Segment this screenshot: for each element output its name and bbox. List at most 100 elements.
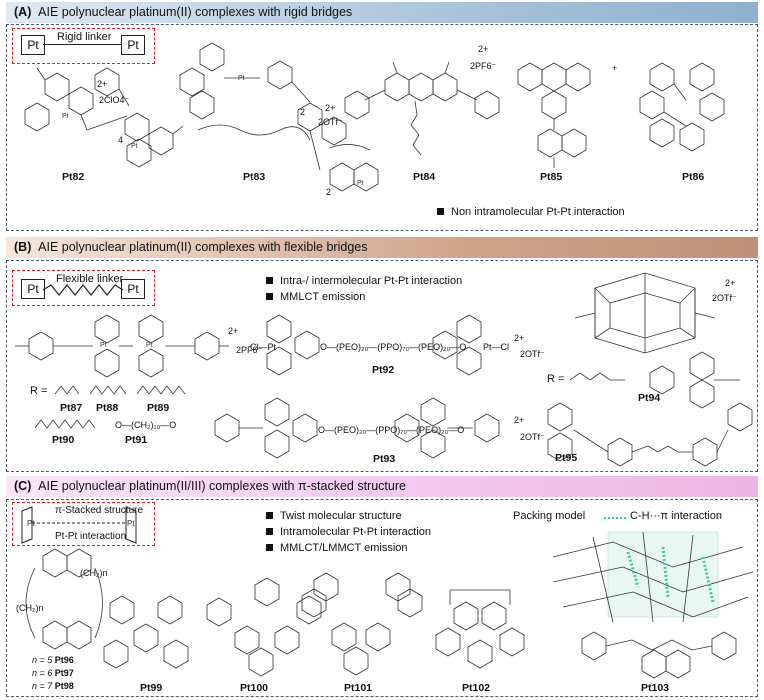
pt93-chain: O—(PEO)₂₀—(PPO)₇₀—(PEO)₂₀—O [318, 425, 465, 435]
n7-value: n = 7 [32, 681, 53, 691]
pt93-counterion: 2OTf⁻ [520, 432, 545, 442]
pt83-repeat-1: 2 [300, 107, 306, 117]
pt96-98-structure [25, 548, 103, 650]
section-b-title: AIE polynuclear platinum(II) complexes w… [38, 240, 368, 254]
schematic-b-pt-right: Pt [121, 279, 145, 299]
pt92-chain: O—(PEO)₂₀—(PPO)₇₀—(PEO)₂₀—O [320, 342, 467, 352]
rigid-linker-label: Rigid linker [57, 31, 112, 43]
pt92-label: Pt92 [372, 364, 395, 376]
pt84-structure [344, 61, 500, 156]
pt103-structure [581, 631, 737, 679]
schematic-a-pt-left: Pt [21, 35, 45, 55]
section-c-title: AIE polynuclear platinum(II/III) complex… [38, 479, 406, 493]
flexible-linker-label: Flexible linker [56, 273, 124, 285]
pt82-charge: 2+ [97, 79, 108, 89]
pt84-charge: 2+ [478, 44, 489, 54]
pt94-counterion: 2OTf⁻ [712, 293, 737, 303]
pt94-r-label: R = [547, 373, 565, 385]
pt84-counterion: 2PF6⁻ [470, 61, 497, 71]
pt94-label: Pt94 [638, 392, 661, 404]
schematic-b-pt-left: Pt [21, 279, 45, 299]
pt87-91-pt-atom-2: Pt [146, 342, 153, 349]
section-b-letter: (B) [14, 240, 32, 254]
r-group-pt88-linker [89, 385, 127, 395]
pt93-label: Pt93 [373, 453, 396, 465]
pt98-label: Pt98 [54, 681, 74, 691]
pt93-charge: 2+ [514, 415, 525, 425]
pt87-91-pt-atom-1: Pt [100, 342, 107, 349]
section-a-header: (A) AIE polynuclear platinum(II) complex… [6, 2, 758, 23]
n5-value: n = 5 [32, 655, 53, 665]
pt94-charge: 2+ [725, 278, 736, 288]
pt83-repeat-2: 2 [326, 187, 332, 197]
pt84-label: Pt84 [413, 171, 436, 183]
packing-model-title: Packing model [513, 510, 586, 522]
chain-left-label: (CH₂)n [16, 603, 44, 613]
pt87-91-charge: 2+ [228, 326, 239, 336]
pt82-pt-atom-1: Pt [62, 113, 69, 120]
pt95-structure [547, 402, 753, 467]
pt83-label: Pt83 [243, 171, 266, 183]
rigid-linker-line [43, 44, 121, 45]
pt100-label: Pt100 [240, 682, 269, 694]
section-c-bullet-3: MMLCT/LMMCT emission [266, 542, 408, 554]
pt92-structure [266, 314, 482, 376]
section-c-letter: (C) [14, 479, 32, 493]
pt85-label: Pt85 [540, 171, 563, 183]
pt90-label: Pt90 [52, 434, 75, 446]
pt93-structure [214, 397, 500, 459]
pt91-chain: O—(CH₂)₁₀—O [115, 420, 177, 430]
rigid-linker-schematic [12, 28, 155, 64]
packing-model-crystal [552, 531, 754, 623]
pt102-label: Pt102 [462, 682, 491, 694]
pi-stacked-schematic [12, 502, 155, 546]
pt83-pt-atom-2: Pt [357, 180, 364, 187]
pt88-label: Pt88 [96, 402, 119, 414]
section-b-panel [6, 260, 758, 472]
pt94-structure [574, 272, 716, 354]
pt103-label: Pt103 [641, 682, 670, 694]
pt86-structure [639, 62, 725, 152]
section-b-bullet-1: Intra-/ intermolecular Pt-Pt interaction [266, 275, 462, 287]
pt87-label: Pt87 [60, 402, 83, 414]
flexible-linker-schematic [12, 270, 155, 306]
pi-stack-pt-right: Pt [127, 519, 135, 528]
section-a-panel [6, 24, 758, 231]
pt82-repeat: 4 [118, 135, 124, 145]
pt92-counterion: 2OTf⁻ [520, 349, 545, 359]
pt94-arm [569, 351, 740, 409]
pt95-label: Pt95 [555, 452, 578, 464]
section-a-title: AIE polynuclear platinum(II) complexes w… [38, 5, 353, 19]
r-group-pt87-linker [54, 385, 80, 395]
n5-label: n = 5 Pt96 [32, 655, 74, 665]
section-c-panel [6, 499, 758, 697]
ch-pi-legend-line [604, 517, 626, 519]
section-b-bullet-2: MMLCT emission [266, 291, 365, 303]
pt89-label: Pt89 [147, 402, 170, 414]
r-group-pt90-linker [34, 419, 96, 429]
pt101-label: Pt101 [344, 682, 373, 694]
pt101-structure [301, 572, 423, 676]
pt83-structure [179, 42, 379, 192]
r-group-pt89-linker [136, 385, 186, 395]
section-c-bullet-2: Intramolecular Pt-Pt interaction [266, 526, 431, 538]
pt82-pt-atom-2: Pt [131, 143, 138, 150]
section-a-letter: (A) [14, 5, 32, 19]
pi-stack-pt-left: Pt [27, 519, 35, 528]
pt97-label: Pt97 [54, 668, 74, 678]
pt99-structure [103, 595, 189, 669]
pt87-91-counterion: 2PF6⁻ [236, 345, 263, 355]
pt82-counterion: 2ClO4⁻ [99, 95, 130, 105]
n6-value: n = 6 [32, 668, 53, 678]
r-group-label: R = [30, 385, 48, 397]
section-a-note: Non intramolecular Pt-Pt interaction [437, 206, 625, 218]
pt85-charge: + [612, 63, 618, 73]
pt83-charge: 2+ [325, 103, 336, 113]
n7-label: n = 7 Pt98 [32, 681, 74, 691]
pt92-cl-right: Pt—Cl [483, 342, 510, 352]
pi-stacked-label: π-Stacked structure [55, 505, 144, 516]
pt86-label: Pt86 [682, 171, 705, 183]
flexible-linker-wave [42, 284, 124, 296]
pt87-91-structure [15, 314, 229, 378]
pt99-label: Pt99 [140, 682, 163, 694]
